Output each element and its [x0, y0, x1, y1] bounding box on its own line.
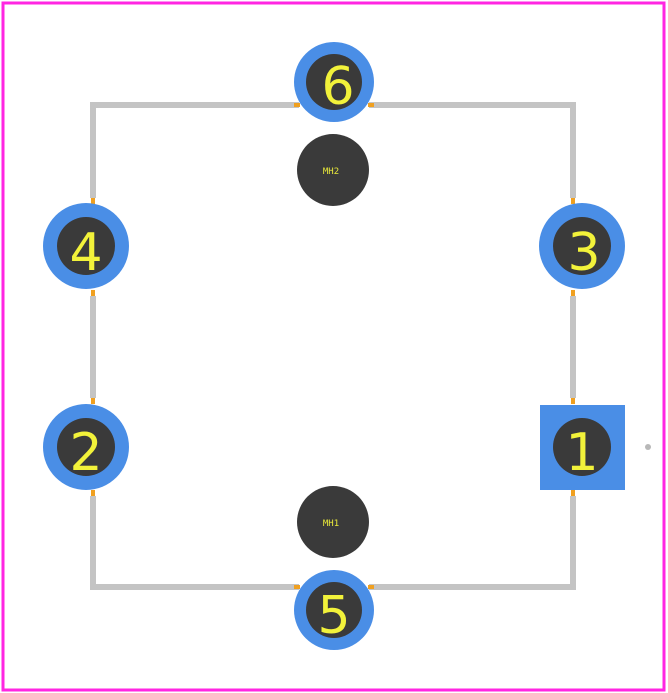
- pad-6[interactable]: 6: [294, 42, 374, 122]
- lead-stubs: [91, 103, 575, 589]
- pad-label: 2: [69, 423, 102, 483]
- origin-marker-icon: [645, 444, 651, 450]
- pad-1[interactable]: 1: [540, 405, 625, 490]
- pad-label: 6: [321, 57, 354, 117]
- pad-label: 3: [567, 223, 600, 283]
- drill-hole: [57, 418, 115, 476]
- mounting-hole-mh2[interactable]: MH2: [297, 134, 369, 206]
- pad-5[interactable]: 5: [294, 570, 374, 650]
- silkscreen-outline: [90, 102, 576, 590]
- drill-hole: [57, 217, 115, 275]
- mounting-hole-label: MH2: [323, 167, 339, 177]
- drill-hole: [306, 582, 362, 638]
- mounting-hole-label: MH1: [323, 519, 339, 529]
- pad-2[interactable]: 2: [43, 404, 129, 490]
- pad-label: 5: [317, 586, 350, 646]
- drill-hole: [553, 418, 611, 476]
- mounting-hole-mh1[interactable]: MH1: [297, 486, 369, 558]
- pad-3[interactable]: 3: [539, 203, 625, 289]
- pad-4[interactable]: 4: [43, 203, 129, 289]
- drill-hole: [306, 54, 362, 110]
- drill-hole: [297, 486, 369, 558]
- pad-label: 4: [69, 223, 102, 283]
- pad-label: 1: [565, 423, 598, 483]
- drill-hole: [297, 134, 369, 206]
- drill-hole: [553, 217, 611, 275]
